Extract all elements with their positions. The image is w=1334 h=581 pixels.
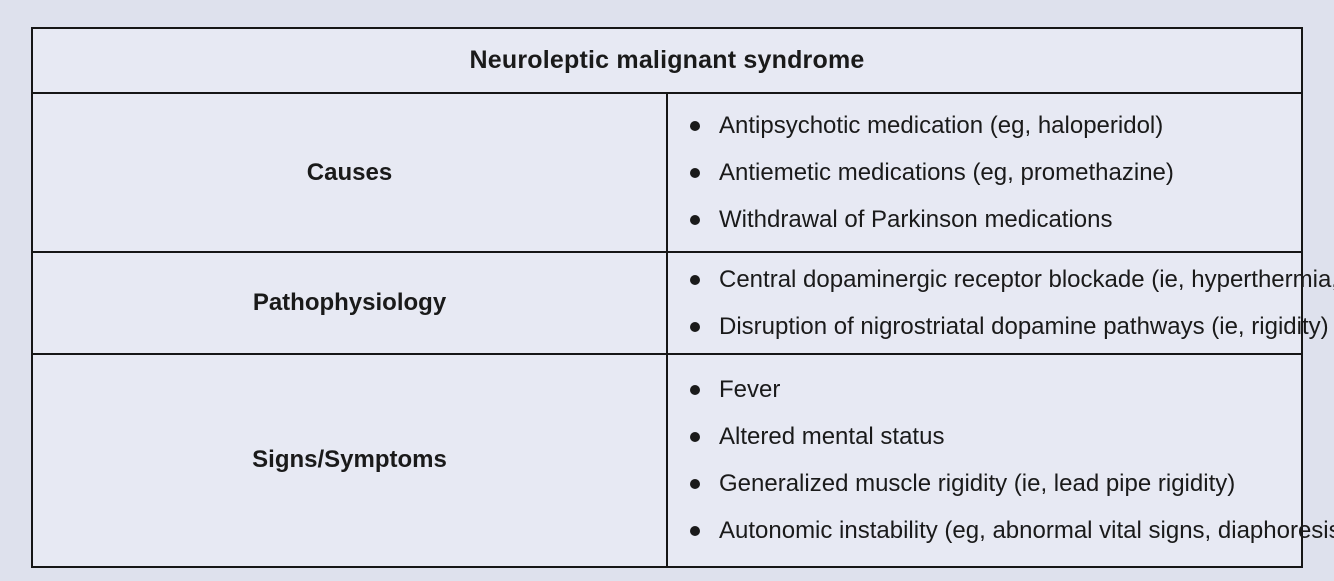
nms-table: Neuroleptic malignant syndrome Causes An… — [31, 27, 1334, 569]
bullet-icon — [690, 478, 700, 489]
list-item-text: Antiemetic medications (eg, promethazine… — [719, 158, 1174, 186]
list-item: Antipsychotic medication (eg, haloperido… — [690, 102, 1301, 149]
list-item-text: Altered mental status — [719, 422, 945, 450]
bullet-icon — [690, 525, 700, 536]
bullet-list: Fever Altered mental status Generalized … — [668, 366, 1334, 554]
list-item-text: Generalized muscle rigidity (ie, lead pi… — [719, 469, 1236, 497]
row-content-pathophysiology: Central dopaminergic receptor blockade (… — [666, 251, 1334, 355]
list-item: Autonomic instability (eg, abnormal vita… — [690, 507, 1334, 554]
table-row-pathophysiology: Pathophysiology Central dopaminergic rec… — [31, 251, 1334, 355]
list-item: Central dopaminergic receptor blockade (… — [690, 256, 1334, 303]
bullet-icon — [690, 431, 700, 442]
list-item: Disruption of nigrostriatal dopamine pat… — [690, 303, 1329, 350]
list-item-text: Disruption of nigrostriatal dopamine pat… — [719, 312, 1329, 340]
nms-table-container: Neuroleptic malignant syndrome Causes An… — [31, 27, 1334, 569]
row-label-pathophysiology: Pathophysiology — [31, 251, 668, 355]
row-content-signs-symptoms: Fever Altered mental status Generalized … — [666, 352, 1334, 569]
list-item-text: Antipsychotic medication (eg, haloperido… — [719, 111, 1164, 139]
row-label-causes: Causes — [31, 91, 668, 254]
list-item-text: Withdrawal of Parkinson medications — [719, 205, 1113, 233]
bullet-icon — [690, 167, 700, 178]
row-label-signs-symptoms: Signs/Symptoms — [31, 352, 668, 569]
bullet-icon — [690, 274, 700, 285]
table-row-signs-symptoms: Signs/Symptoms Fever Altered mental stat… — [31, 352, 1334, 569]
bullet-icon — [690, 214, 700, 225]
list-item: Antiemetic medications (eg, promethazine… — [690, 149, 1301, 196]
list-item-text: Autonomic instability (eg, abnormal vita… — [719, 516, 1334, 544]
list-item: Fever — [690, 366, 1301, 413]
bullet-icon — [690, 120, 700, 131]
list-item: Generalized muscle rigidity (ie, lead pi… — [690, 460, 1301, 507]
list-item-text: Fever — [719, 375, 781, 403]
title-row: Neuroleptic malignant syndrome — [31, 27, 1303, 94]
list-item: Altered mental status — [690, 413, 1301, 460]
bullet-icon — [690, 321, 700, 332]
bullet-list: Antipsychotic medication (eg, haloperido… — [668, 102, 1301, 243]
row-content-causes: Antipsychotic medication (eg, haloperido… — [666, 91, 1303, 254]
table-row-causes: Causes Antipsychotic medication (eg, hal… — [31, 91, 1303, 254]
list-item-text: Central dopaminergic receptor blockade (… — [719, 265, 1334, 293]
bullet-icon — [690, 384, 700, 395]
list-item: Withdrawal of Parkinson medications — [690, 196, 1301, 243]
table-title: Neuroleptic malignant syndrome — [31, 27, 1303, 94]
bullet-list: Central dopaminergic receptor blockade (… — [668, 256, 1334, 350]
